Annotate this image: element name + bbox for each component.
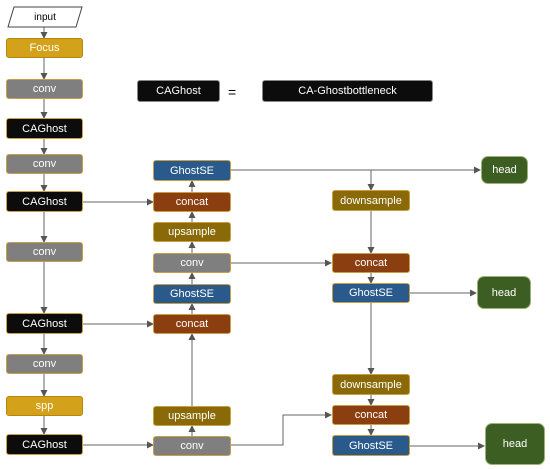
- input-shape: [7, 6, 83, 28]
- conv-node-mid: conv: [153, 253, 231, 273]
- caghost-node-3: CAGhost: [6, 313, 83, 334]
- legend-equals: =: [228, 84, 237, 100]
- head-node-2: head: [477, 276, 531, 309]
- ghostse-node-right-bot: GhostSE: [332, 435, 410, 456]
- concat-node-top: concat: [153, 192, 231, 212]
- caghost-node-4: CAGhost: [6, 434, 83, 455]
- input-label: input: [34, 11, 56, 23]
- conv-node-4: conv: [6, 354, 83, 374]
- downsample-node-top: downsample: [332, 190, 410, 211]
- focus-node: Focus: [6, 38, 83, 58]
- concat-node-mid: concat: [153, 314, 231, 334]
- downsample-node-bot: downsample: [332, 374, 410, 395]
- head-node-3: head: [485, 423, 545, 465]
- concat-node-right-top: concat: [332, 253, 410, 273]
- caghost-node-2: CAGhost: [6, 191, 83, 212]
- conv-node-bot: conv: [153, 436, 231, 456]
- legend-ca-ghostbottleneck: CA-Ghostbottleneck: [262, 80, 433, 102]
- caghost-node-1: CAGhost: [6, 118, 83, 139]
- head-node-1: head: [481, 156, 528, 184]
- ghostse-node-right-top: GhostSE: [332, 283, 410, 303]
- upsample-node-top: upsample: [153, 222, 231, 242]
- legend-caghost: CAGhost: [137, 80, 220, 102]
- conv-node-2: conv: [6, 154, 83, 174]
- upsample-node-bot: upsample: [153, 406, 231, 426]
- ghostse-node-mid: GhostSE: [153, 284, 231, 304]
- concat-node-right-bot: concat: [332, 405, 410, 425]
- conv-node-1: conv: [6, 79, 83, 99]
- spp-node: spp: [6, 396, 83, 416]
- ghostse-node-top: GhostSE: [153, 160, 231, 181]
- conv-node-3: conv: [6, 242, 83, 262]
